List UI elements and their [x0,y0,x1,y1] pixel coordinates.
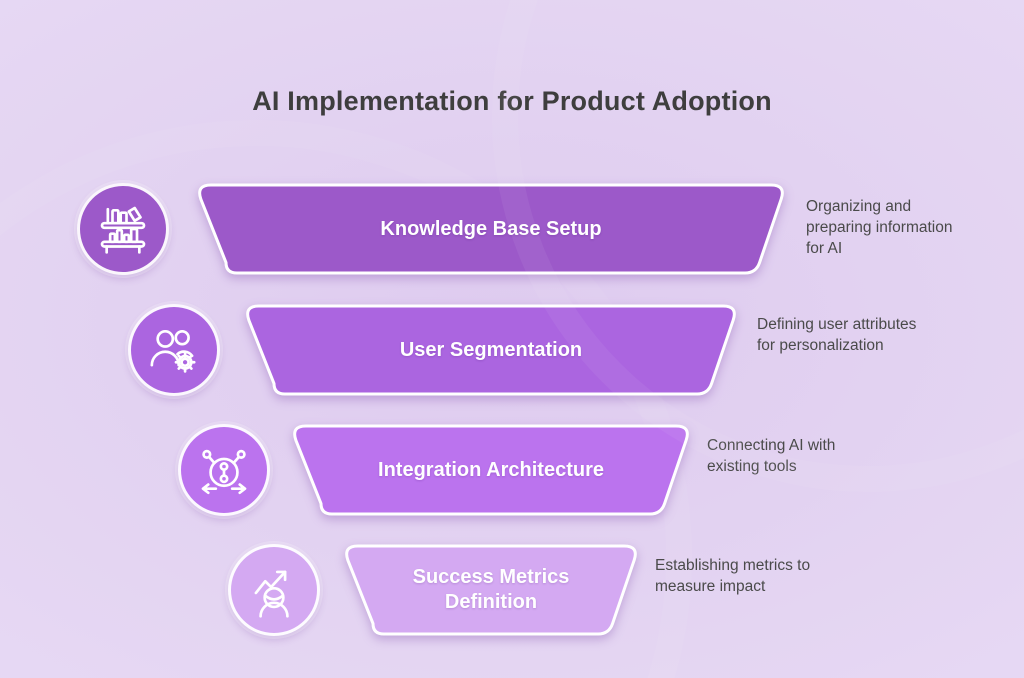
stage-description: Establishing metrics to measure impact [655,557,811,595]
stage-description: Connecting AI with existing tools [707,437,836,475]
page-title: AI Implementation for Product Adoption [252,86,772,116]
integration-icon [178,424,270,516]
stage-description: Defining user attributes for personaliza… [757,316,917,354]
funnel-bar-shape [293,424,689,516]
funnel-bar-shape [246,304,736,396]
metrics-icon [228,544,320,636]
funnel-bar-shape [198,183,784,275]
stage-description: Organizing and preparing information for… [806,198,953,257]
bookshelf-icon [77,183,169,275]
user-segmentation-icon [128,304,220,396]
funnel-bar-shape [345,544,637,636]
